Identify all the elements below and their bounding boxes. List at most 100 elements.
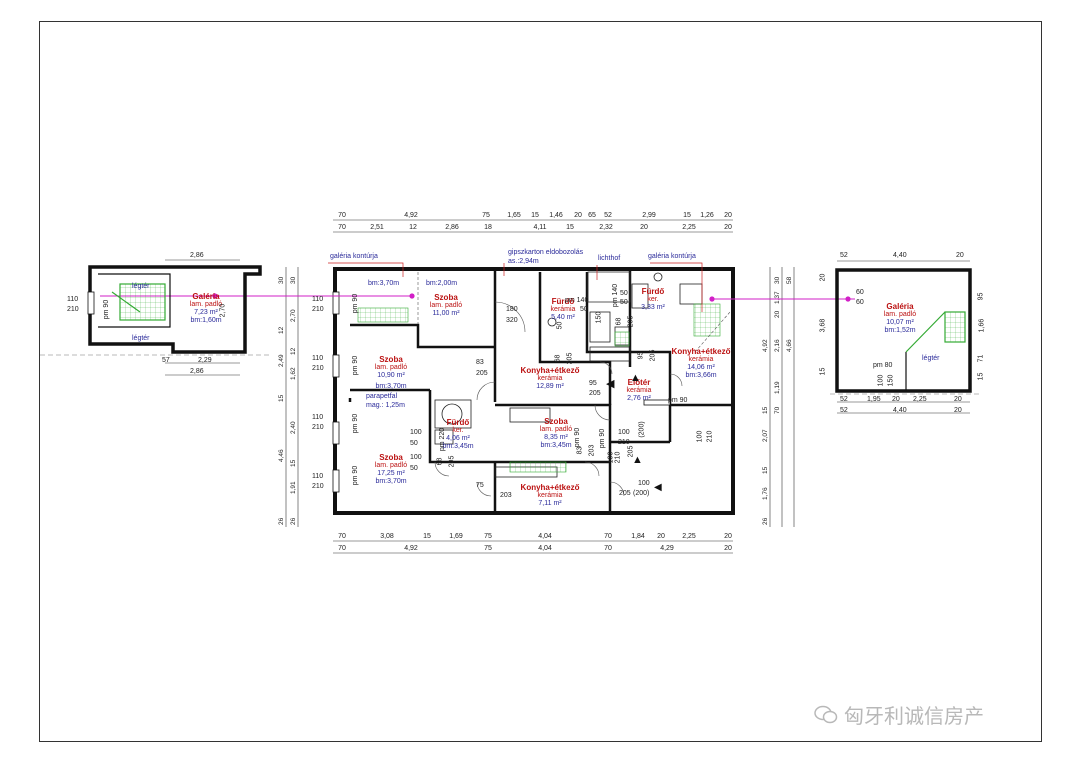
left-galeria-walls bbox=[88, 265, 262, 354]
opening-dim: pm 90 bbox=[352, 355, 360, 376]
opening-dim: 110 bbox=[312, 473, 324, 480]
opening-dim: pm 220 bbox=[439, 427, 447, 452]
gal-right-dim: 4,40 bbox=[893, 407, 907, 414]
dim-text: 15 bbox=[278, 394, 285, 402]
opening-dim: 110 bbox=[312, 414, 324, 421]
gal-right-side: 3,68 bbox=[819, 318, 827, 333]
dim-text: 1,62 bbox=[290, 367, 297, 380]
opening-dim: 205 bbox=[619, 490, 631, 497]
dim-text: 2,70 bbox=[290, 309, 297, 322]
dim-text: 70 bbox=[338, 212, 346, 219]
gal-left-bot-dim: 57 bbox=[162, 357, 170, 364]
dim-text: 18 bbox=[484, 224, 492, 231]
opening-dim: 210 bbox=[312, 424, 324, 431]
dim-text: 75 bbox=[484, 545, 492, 552]
dim-text: 20 bbox=[774, 310, 781, 318]
opening-dim: pm 90 bbox=[352, 465, 360, 486]
door-swings bbox=[434, 301, 683, 497]
opening-dim: 83 bbox=[576, 446, 584, 455]
gal-left-bot-dim: 2,29 bbox=[198, 357, 212, 364]
gal-right-dim: 2,25 bbox=[913, 396, 927, 403]
right-galeria-inner bbox=[905, 311, 966, 391]
room-label-konyha1: Konyha+étkező kerámia 12,89 m² bbox=[510, 367, 590, 391]
note-gipsz: gipszkarton eldobozolás bbox=[508, 249, 584, 256]
opening-dim: 75 bbox=[476, 482, 484, 489]
dim-text: 15 bbox=[290, 459, 297, 467]
opening-dim: 180 bbox=[506, 306, 518, 313]
dim-text: 12 bbox=[290, 347, 297, 355]
opening-dim: 68 bbox=[615, 317, 623, 326]
room-height: bm:3,70m bbox=[375, 383, 407, 390]
dim-text: 75 bbox=[484, 533, 492, 540]
room-area: 7,23 m² bbox=[194, 309, 218, 316]
opening-dim: (200) bbox=[638, 421, 646, 438]
dim-text: 4,11 bbox=[533, 224, 546, 231]
dim-text: 70 bbox=[338, 533, 346, 540]
room-floor: kerámia bbox=[688, 356, 714, 363]
left-galeria-dim-lines bbox=[165, 259, 240, 376]
gal-right-side: 95 bbox=[977, 292, 985, 301]
opening-dim: 83 bbox=[476, 359, 484, 366]
opening-dim: 100 bbox=[618, 429, 630, 436]
dim-text: 20 bbox=[724, 545, 732, 552]
room-area: 10,07 m² bbox=[886, 319, 914, 326]
room-name: Fürdő bbox=[551, 297, 575, 306]
left-galeria-window bbox=[87, 291, 95, 315]
opening-dim: 110 bbox=[312, 355, 324, 362]
note-parapet: parapetfal bbox=[366, 393, 398, 400]
gal-right-dim: 52 bbox=[840, 396, 848, 403]
dim-text: 2,49 bbox=[278, 354, 285, 367]
opening-dim: 320 bbox=[506, 317, 518, 324]
dim-text: 2,99 bbox=[642, 212, 656, 219]
room-height: bm:1,52m bbox=[884, 327, 916, 334]
labels-layer: galéria kontúrja gipszkarton eldobozolás… bbox=[40, 22, 1043, 743]
vertical-dimension-lines bbox=[285, 267, 795, 527]
room-height: bm:2,00m bbox=[426, 280, 458, 287]
dim-text: 1,19 bbox=[774, 381, 781, 394]
gal-right-opening: 60 bbox=[856, 299, 864, 306]
entrance-arrow-icon: ▲ bbox=[632, 454, 643, 466]
gal-right-dim: 20 bbox=[954, 407, 962, 414]
opening-dim: pm 90 bbox=[599, 428, 607, 449]
dim-text: 1,91 bbox=[290, 481, 297, 494]
opening-dim: 205 bbox=[649, 349, 657, 362]
opening-dim: 68 bbox=[554, 354, 562, 363]
opening-dim: 203 bbox=[588, 444, 596, 457]
room-name: Galéria bbox=[886, 302, 914, 311]
room-floor: ker. bbox=[647, 296, 659, 303]
room-floor: lam. padló bbox=[374, 462, 408, 469]
room-floor: lam. padló bbox=[374, 364, 408, 371]
room-label-konyha3: Konyha+étkező kerámia 7,11 m² bbox=[510, 484, 590, 508]
opening-dim: 203 bbox=[500, 492, 512, 499]
opening-dim: 100 bbox=[696, 430, 704, 443]
room-name: Fürdő bbox=[641, 287, 665, 296]
opening-dim: 95 bbox=[637, 351, 645, 360]
note-leaders bbox=[328, 262, 703, 312]
room-area: 7,11 m² bbox=[538, 500, 562, 507]
opening-dim: 110 bbox=[312, 296, 324, 303]
opening-dim: 210 bbox=[312, 365, 324, 372]
dim-text: 4,92 bbox=[762, 339, 769, 352]
dim-text: 1,84 bbox=[631, 533, 645, 540]
room-area: 14,06 m² bbox=[687, 364, 715, 371]
dim-text: 4,46 bbox=[278, 449, 285, 462]
dim-text: 2,51 bbox=[370, 224, 384, 231]
room-name: Szoba bbox=[434, 293, 458, 302]
dim-text: 15 bbox=[531, 212, 539, 219]
room-label-szoba1: Szoba lam. padló 11,00 m² bbox=[416, 294, 476, 318]
top-dimension-lines bbox=[333, 219, 733, 554]
dim-text: 1,46 bbox=[549, 212, 563, 219]
room-name: Galéria bbox=[192, 292, 220, 301]
opening-dim: 210 bbox=[312, 306, 324, 313]
entrance-arrow-icon: ▲ bbox=[630, 372, 641, 384]
dim-text: 20 bbox=[657, 533, 665, 540]
watermark-text: 匈牙利诚信房产 bbox=[844, 704, 984, 728]
note-galeria-left: galéria kontúrja bbox=[330, 253, 378, 260]
dim-text: 4,66 bbox=[786, 339, 793, 352]
dim-text: 30 bbox=[278, 276, 285, 284]
dim-text: 1,37 bbox=[774, 291, 781, 304]
dim-text: 2,16 bbox=[774, 339, 781, 352]
gal-right-side: 15 bbox=[819, 367, 827, 376]
reference-dots bbox=[212, 293, 851, 302]
room-area: 2,76 m² bbox=[627, 395, 651, 402]
